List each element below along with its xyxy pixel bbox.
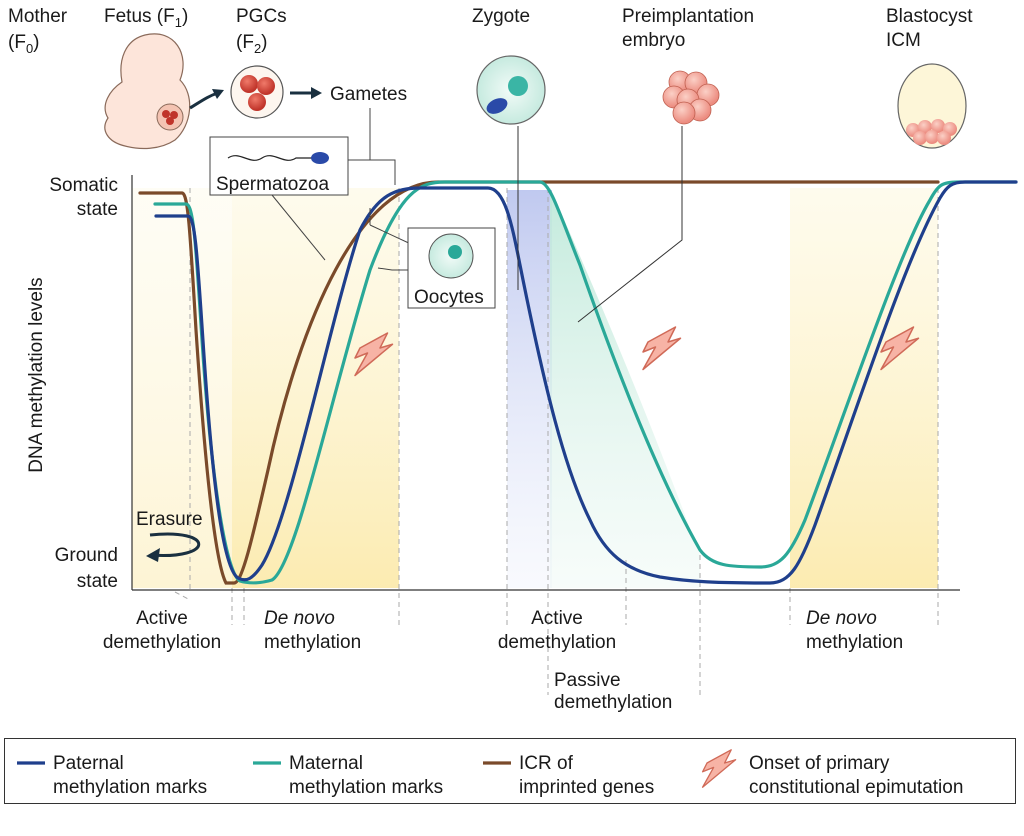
spermatozoa-label: Spermatozoa — [216, 174, 329, 195]
erasure-label: Erasure — [136, 509, 203, 530]
gametes-label: Gametes — [330, 84, 407, 105]
paternal-curve — [154, 180, 1018, 585]
band-paternal-active-demethylation — [507, 190, 552, 588]
oocyte-nucleus-icon — [448, 245, 462, 259]
y-axis-label: DNA methylation levels — [26, 277, 47, 472]
blastocyst-illustration — [897, 63, 967, 149]
oocytes-callout: Oocytes — [377, 227, 496, 309]
stage-pgcs-label: PGCs (F2) — [236, 6, 292, 56]
arrowhead-icon — [212, 89, 224, 99]
methylation-curves — [138, 180, 1018, 585]
spermatozoa-callout: Spermatozoa — [209, 136, 349, 261]
oocytes-label: Oocytes — [414, 287, 484, 308]
preimplantation-pointer — [577, 126, 683, 323]
arrowhead-icon — [311, 87, 322, 99]
sperm-icon — [311, 152, 329, 164]
stage-fetus-label: Fetus (F1) — [104, 6, 188, 30]
stage-mother-label: Mother (F0) — [8, 6, 72, 56]
pgc-cell-illustration — [230, 65, 284, 119]
legend-bolt-icon — [701, 749, 737, 788]
fetus-illustration — [104, 33, 191, 150]
band-early-embryo — [132, 188, 232, 588]
arrow-fetus-to-pgcs-icon — [189, 91, 219, 110]
gametes-connectors — [348, 108, 414, 246]
epimutation-bolt-icon — [642, 326, 682, 371]
zygote-illustration — [476, 55, 546, 125]
erasure-arrow-icon — [149, 532, 200, 558]
stage-zygote-label: Zygote — [472, 6, 530, 27]
preimplantation-embryo-illustration — [662, 70, 720, 125]
erasure-arrowhead-icon — [146, 548, 160, 562]
icr-curve — [138, 180, 940, 585]
separator — [174, 591, 191, 601]
